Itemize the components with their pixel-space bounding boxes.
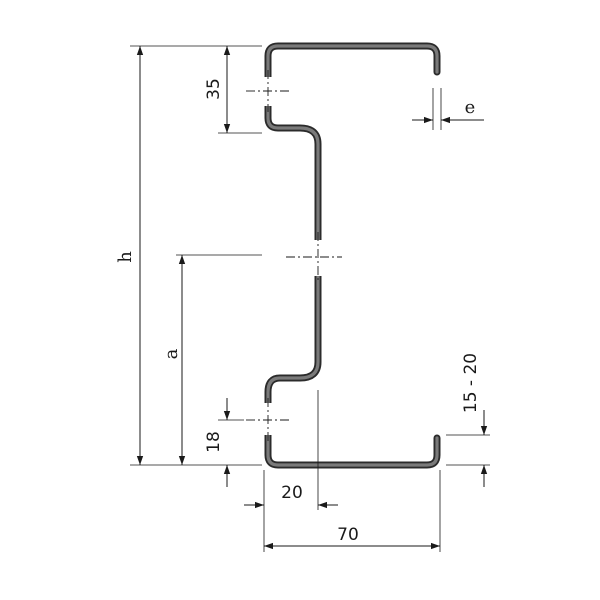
profile-section [262, 42, 441, 469]
label-70: 70 [337, 525, 359, 545]
label-35: 35 [204, 78, 224, 100]
label-a: a [161, 348, 182, 359]
label-18: 18 [204, 431, 224, 453]
dimension-labels: h a 35 18 15 - 20 20 70 e [115, 78, 481, 545]
profile-outline [264, 42, 441, 469]
label-h: h [115, 251, 136, 263]
center-lines [246, 70, 342, 442]
label-e: e [465, 97, 476, 118]
dimension-lines [136, 46, 488, 550]
profile-highlight [266, 44, 439, 467]
extension-lines [130, 45, 490, 552]
label-15-20: 15 - 20 [461, 353, 481, 413]
label-20: 20 [281, 483, 303, 503]
